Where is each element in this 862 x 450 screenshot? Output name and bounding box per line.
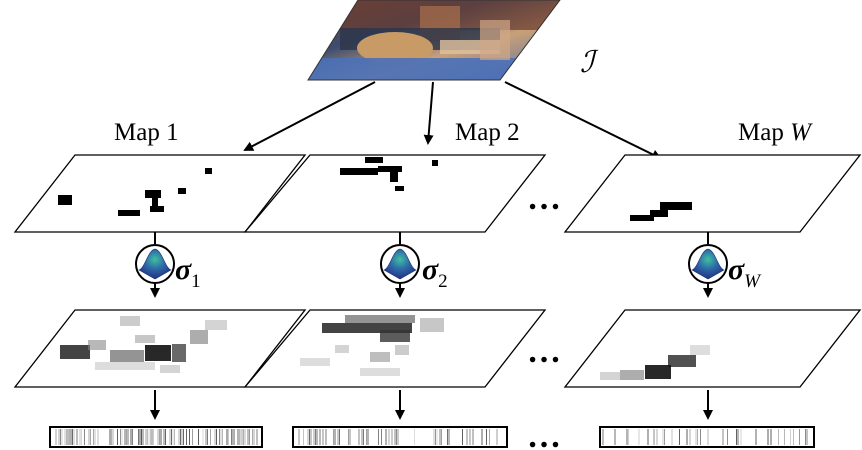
binary-map-2: [243, 154, 547, 233]
sigma-2: σ2: [422, 253, 448, 292]
ellipsis-middle: …: [527, 333, 567, 370]
feature-vector-2: [292, 426, 508, 448]
feature-vector-w: [599, 426, 815, 448]
filter-stage-1: σ1: [135, 232, 201, 298]
input-image: [307, 0, 561, 81]
sigma-1: σ1: [175, 253, 201, 292]
sigma-w: σW: [728, 253, 762, 292]
binary-map-w: [563, 154, 862, 233]
gaussian-filter-icon: [138, 248, 172, 280]
arrow-to-map-w: [504, 81, 662, 159]
ellipsis-top: …: [527, 180, 567, 217]
filter-stage-2: σ2: [380, 232, 448, 298]
maps-to-vectors-arrows: [150, 390, 713, 420]
gaussian-filter-icon: [691, 248, 725, 280]
map-w-label: Map W: [738, 119, 813, 146]
map-2-label: Map 2: [455, 119, 520, 146]
arrow-to-map-1: [243, 81, 376, 151]
filtered-map-2: [243, 309, 547, 388]
input-symbol: ℐ: [580, 46, 599, 79]
map-1-label: Map 1: [114, 119, 179, 146]
filter-stage-w: σW: [688, 232, 762, 298]
filtered-map-w: [563, 309, 862, 388]
input-photo-icon: [308, 0, 560, 80]
gaussian-filter-icon: [383, 248, 417, 280]
ellipsis-bottom: …: [527, 418, 567, 450]
arrow-to-map-2: [423, 81, 434, 145]
image-to-maps-arrows: [243, 81, 662, 159]
filtered-map-1: [13, 309, 307, 388]
feature-vector-1: [49, 426, 263, 448]
